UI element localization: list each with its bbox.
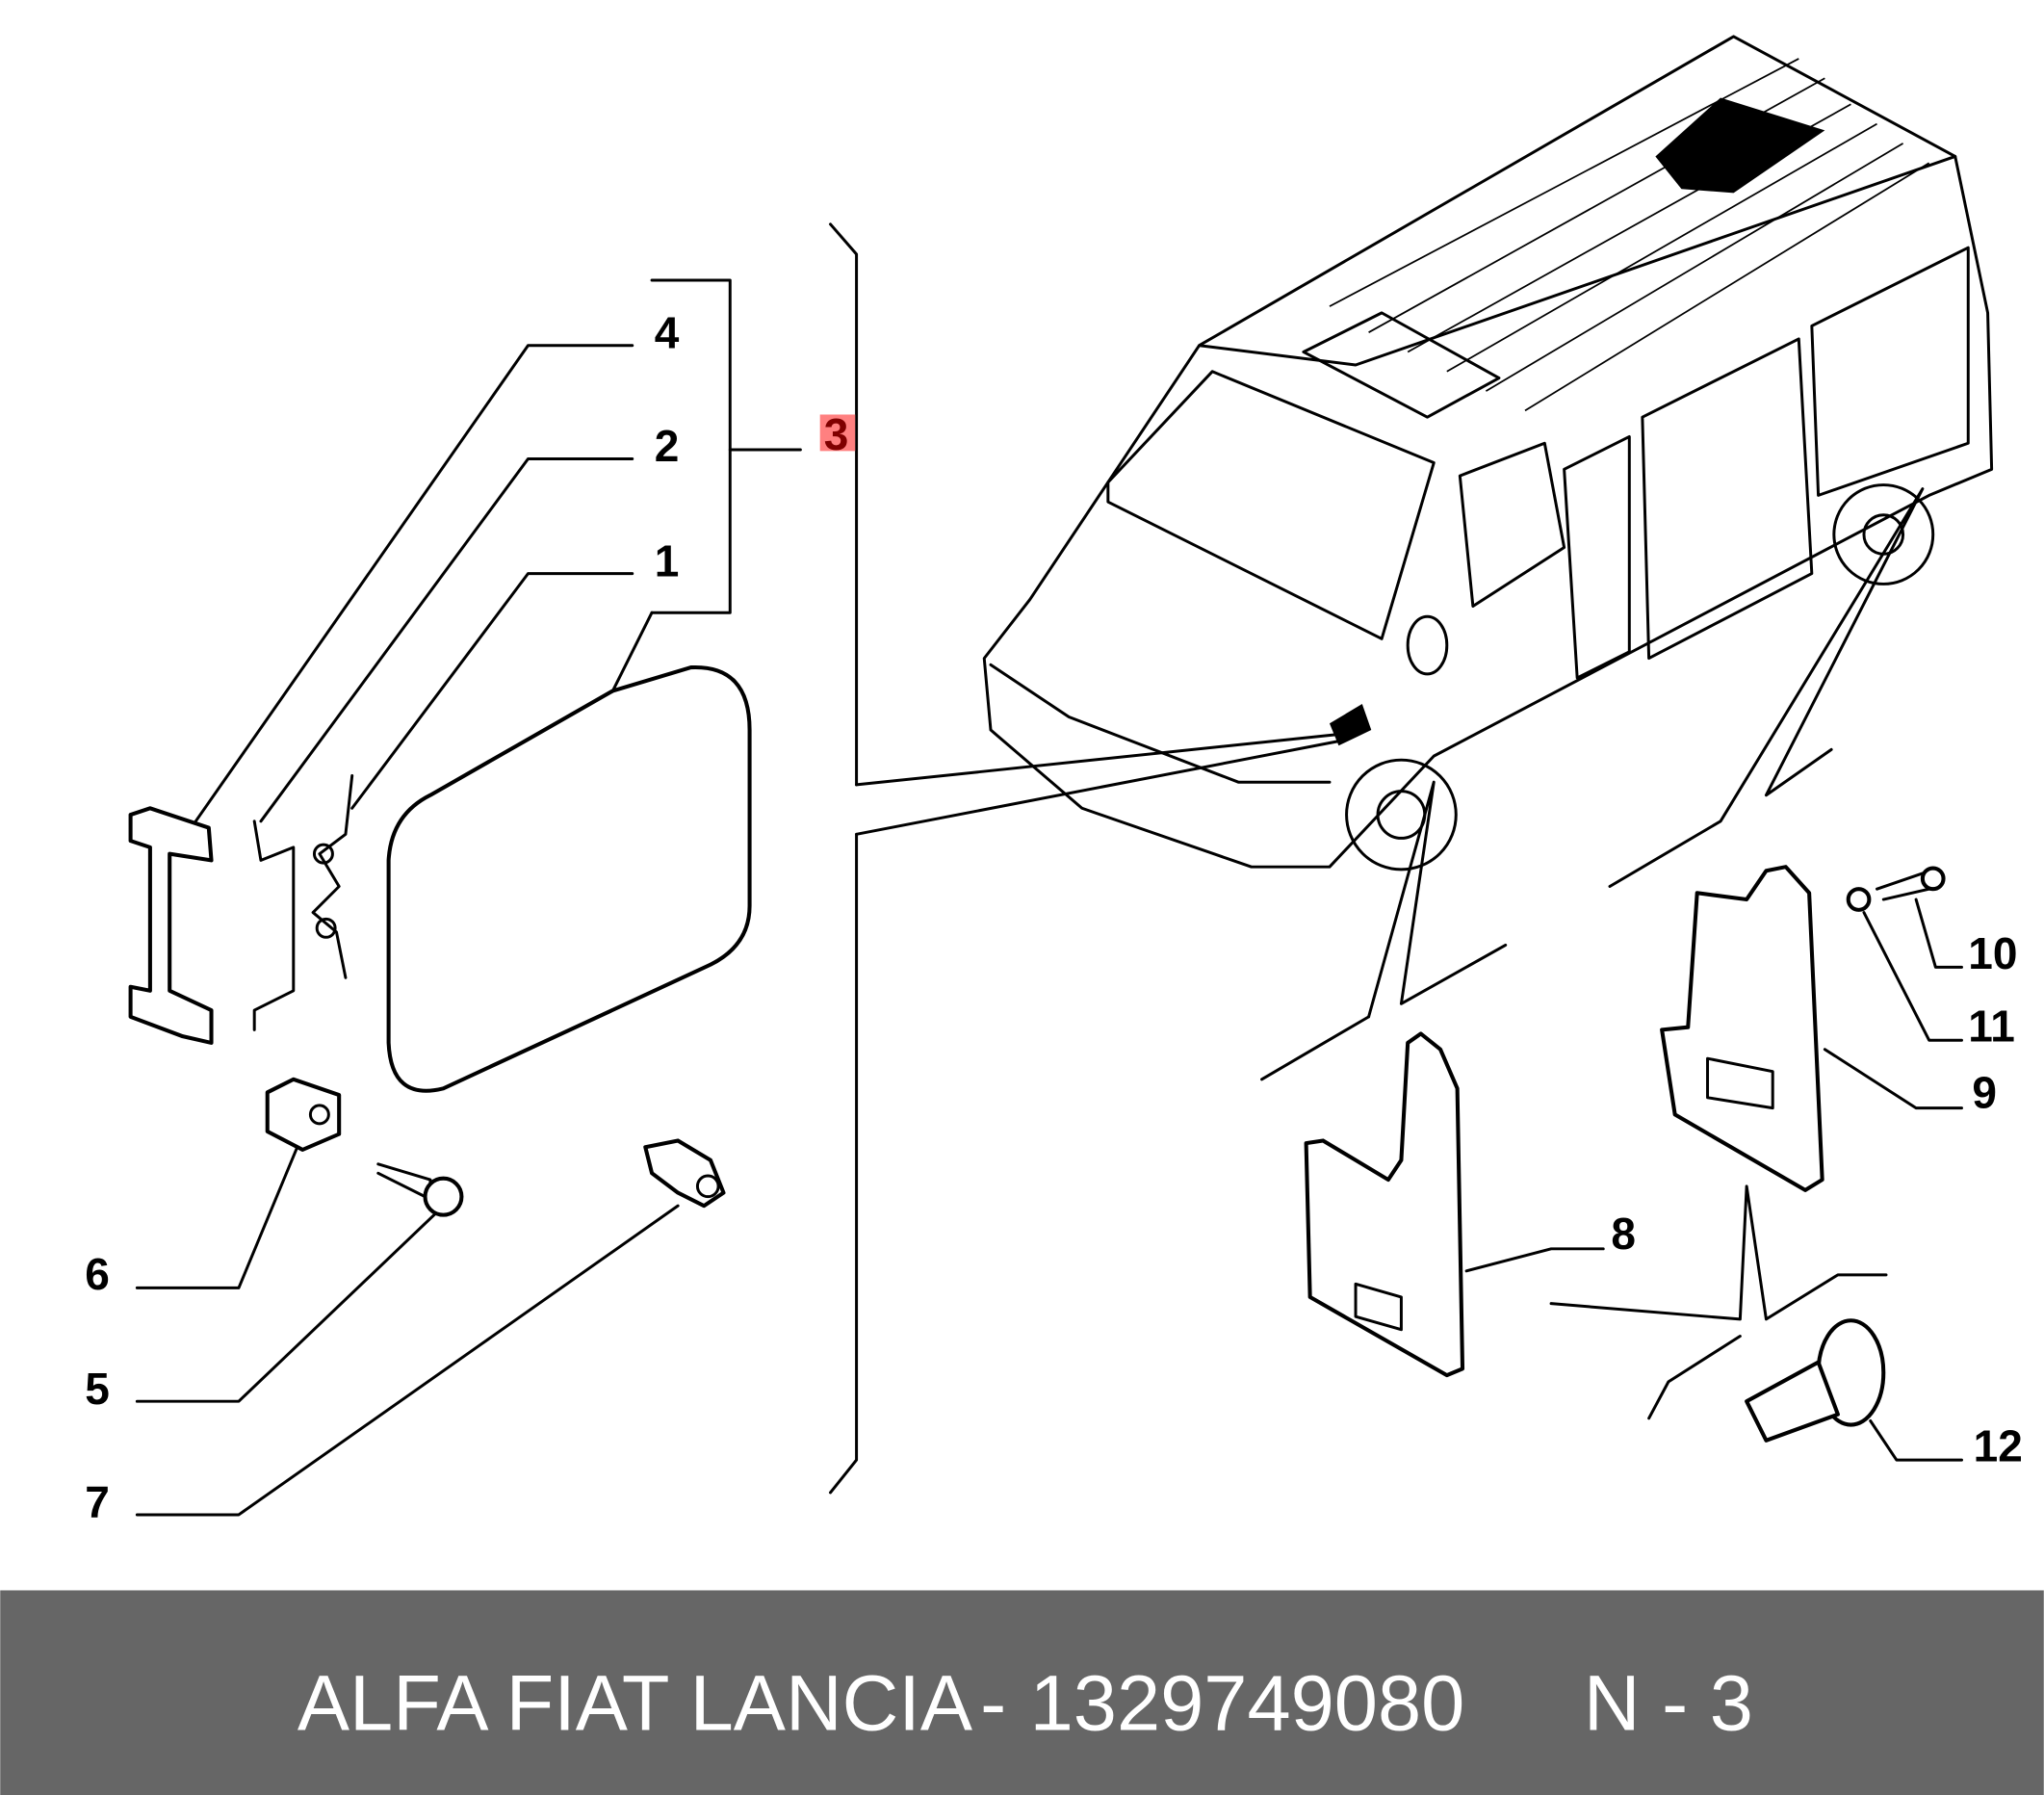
callout-8[interactable]: 8	[1611, 1209, 1636, 1259]
callout-2[interactable]: 2	[655, 421, 680, 471]
callout-labels: 4 2 1 3 6 5 7 10 11 9 8 12	[85, 307, 2023, 1526]
callout-12[interactable]: 12	[1974, 1420, 2023, 1470]
part-8-mudflap	[1304, 1031, 1465, 1378]
footer-separator: -	[980, 1659, 1006, 1747]
callout-3[interactable]: 3	[824, 409, 849, 459]
part-7-plug	[643, 1138, 726, 1209]
part-9-mudflap	[1660, 865, 1824, 1192]
callout-4[interactable]: 4	[655, 307, 680, 357]
van-illustration	[982, 35, 1994, 871]
part-12-clip-screw	[1745, 1318, 1886, 1443]
footer-brand: ALFA FIAT LANCIA	[298, 1659, 973, 1747]
callout-9[interactable]: 9	[1972, 1068, 1997, 1118]
leader-lines	[135, 344, 1963, 1517]
footer-part-number: 1329749080	[1030, 1659, 1465, 1747]
part-4-bracket	[128, 806, 214, 1045]
footer-ref: N - 3	[1584, 1659, 1753, 1747]
part-1-clip	[311, 773, 354, 979]
group-bracket	[650, 222, 1344, 1495]
footer-bar: ALFA FIAT LANCIA - 1329749080 N - 3	[0, 1590, 2044, 1795]
callout-7[interactable]: 7	[85, 1477, 110, 1527]
callout-1[interactable]: 1	[655, 535, 680, 585]
part-11-nut	[1846, 887, 1872, 912]
callout-10[interactable]: 10	[1968, 928, 2017, 978]
callout-6[interactable]: 6	[85, 1249, 110, 1299]
part-5-screw	[376, 1162, 464, 1217]
callout-5[interactable]: 5	[85, 1364, 110, 1414]
part-2-spring	[252, 819, 296, 1031]
callout-3-highlight	[819, 414, 856, 452]
part-6-nut	[265, 1077, 342, 1152]
part-1-fuel-flap	[386, 665, 752, 1093]
callout-11[interactable]: 11	[1968, 1002, 2015, 1052]
part-10-bolt	[1876, 866, 1946, 901]
